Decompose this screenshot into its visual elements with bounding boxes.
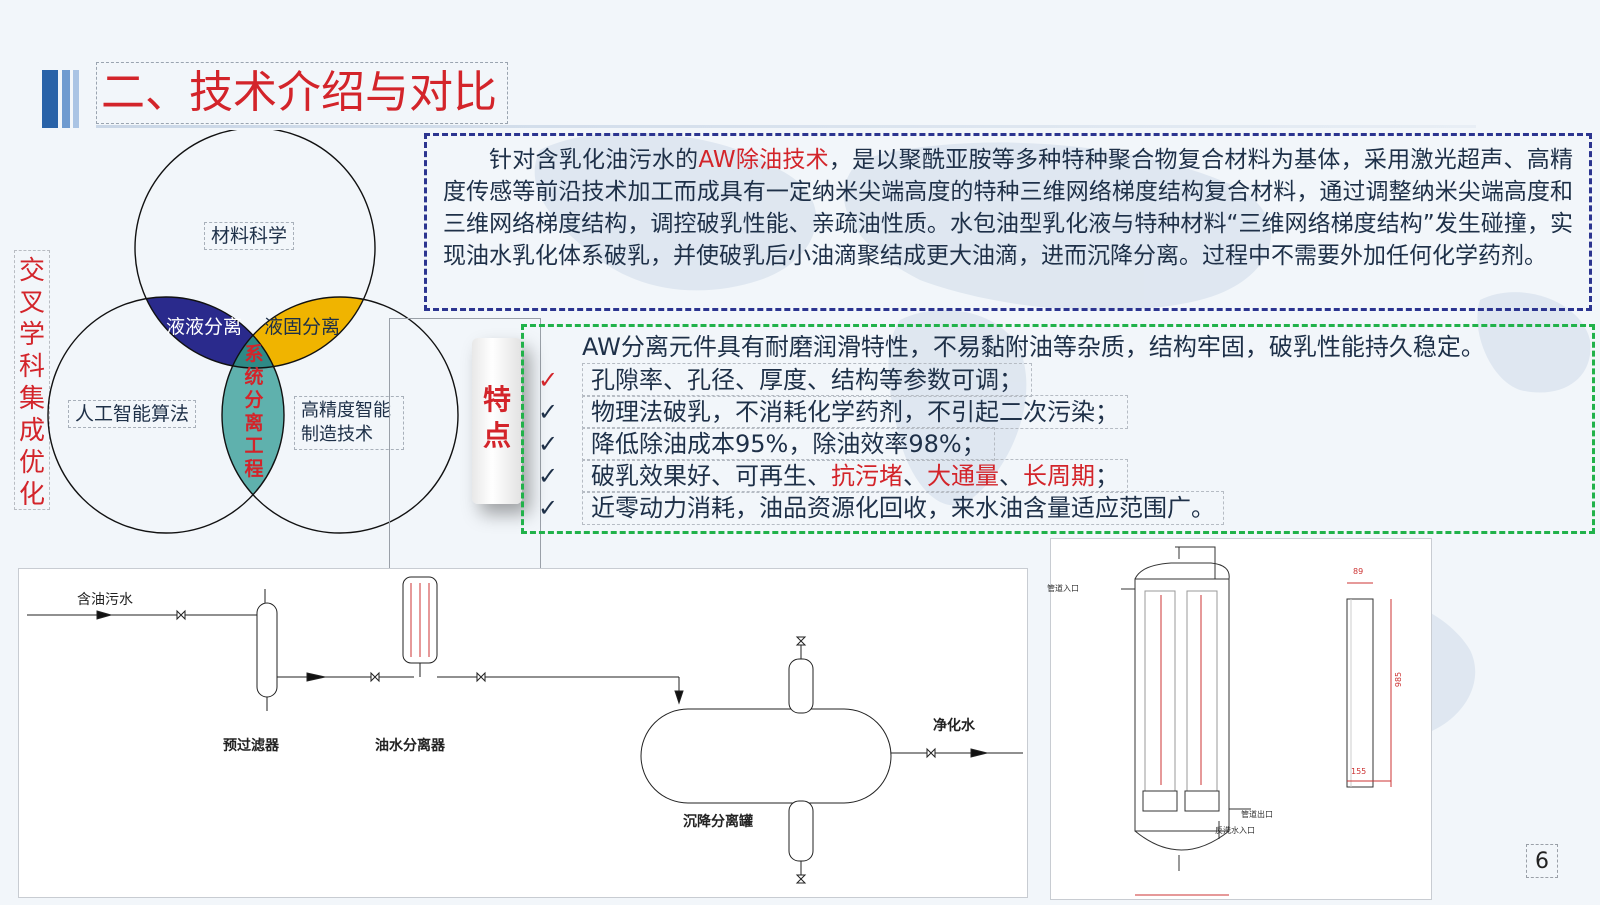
flow-label-tank: 沉降分离罐 [683,814,753,830]
label-backwash-inlet: 反洗水入口 [1215,826,1255,835]
feature-text-part: ； [1095,462,1119,490]
feature-text: 破乳效果好、可再生、抗污堵、大通量、长周期； [582,459,1128,493]
feature-text: 孔隙率、孔径、厚度、结构等参数可调； [582,363,1032,397]
label-pipe-inlet: 管道入口 [1047,584,1079,593]
check-icon: ✓ [538,366,559,394]
technology-description-box: 针对含乳化油污水的AW除油技术，是以聚酰亚胺等多种特种聚合物复合材料为基体，采用… [424,133,1592,311]
flow-label-separator: 油水分离器 [375,738,445,754]
feature-text-part: 破乳效果好、可再生、 [591,462,831,490]
feature-item: ✓ 降低除油成本95%，除油效率98%； [538,427,995,461]
check-icon: ✓ [538,462,559,490]
feature-item: ✓ 物理法破乳，不消耗化学药剂，不引起二次污染； [538,395,1128,429]
venn-center-label: 系统分离工程 [244,343,264,480]
label-pipe-outlet: 管道出口 [1241,810,1273,819]
feature-text-part: 、 [903,462,927,490]
venn-label-liquid-liquid: 液液分离 [166,316,243,338]
features-box [521,324,1595,534]
flow-label-inlet: 含油污水 [77,592,133,608]
dimension-bottom: 155 [1351,767,1367,776]
venn-label-left: 人工智能算法 [68,400,197,428]
process-flow-diagram: 含油污水 预过滤器 油水分离器 沉降分离罐 净化水 [18,568,1028,898]
feature-text-highlight: 大通量 [927,462,999,490]
flow-label-prefilter: 预过滤器 [223,738,279,754]
technology-description: 针对含乳化油污水的AW除油技术，是以聚酰亚胺等多种特种聚合物复合材料为基体，采用… [443,144,1573,272]
features-tab: 特点 [472,338,522,504]
venn-label-right: 高精度智能制造技术 [294,396,404,450]
description-highlight: AW除油技术 [698,147,829,173]
feature-text: 降低除油成本95%，除油效率98%； [582,427,995,461]
check-icon: ✓ [538,494,559,522]
feature-item: ✓ 近零动力消耗，油品资源化回收，来水油含量适应范围广。 [538,491,1224,525]
venn-diagram: 材料科学 人工智能算法 高精度智能制造技术 液液分离 液固分离 系统分离工程 [0,127,480,550]
vessel-technical-drawing: 管道入口 管道出口 反洗水入口 89 985 155 [1047,538,1432,900]
feature-item: ✓破乳效果好、可再生、抗污堵、大通量、长周期； [538,459,1128,493]
page-title: 二、技术介绍与对比 [96,62,508,124]
venn-circles [47,127,459,534]
process-flow-drawing [27,576,1023,884]
feature-text-highlight: 抗污堵 [831,462,903,490]
feature-text: 近零动力消耗，油品资源化回收，来水油含量适应范围广。 [582,491,1224,525]
circle-ai-algorithms [47,296,285,534]
features-tab-label: 特点 [482,383,511,452]
venn-label-top: 材料科学 [204,222,295,250]
venn-label-liquid-solid: 液固分离 [264,316,341,338]
overlap-top-left-region [135,297,284,368]
dimension-height: 985 [1394,671,1404,688]
dimension-top: 89 [1353,567,1364,576]
vessel-drawing [1121,546,1392,896]
features-intro: AW分离元件具有耐磨润滑特性，不易黏附油等杂质，结构牢固，破乳性能持久稳定。 [582,333,1485,361]
overlap-top-right-region [222,297,375,368]
flow-label-outlet: 净化水 [933,718,975,734]
page-number: 6 [1526,844,1558,878]
circle-precision-manufacturing [221,296,459,534]
cross-discipline-label: 交叉学科集成优化 [14,250,50,510]
feature-text-highlight: 长周期 [1023,462,1095,490]
title-accent-bars [42,70,82,128]
feature-item: ✓ 孔隙率、孔径、厚度、结构等参数可调； [538,363,1032,397]
description-body: ，是以聚酰亚胺等多种特种聚合物复合材料为基体，采用激光超声、高精度传感等前沿技术… [443,147,1574,269]
title-divider [96,125,1476,128]
feature-text: 物理法破乳，不消耗化学药剂，不引起二次污染； [582,395,1128,429]
check-icon: ✓ [538,398,559,426]
feature-text-part: 、 [999,462,1023,490]
description-intro: 针对含乳化油污水的 [489,147,699,173]
check-icon: ✓ [538,430,559,458]
